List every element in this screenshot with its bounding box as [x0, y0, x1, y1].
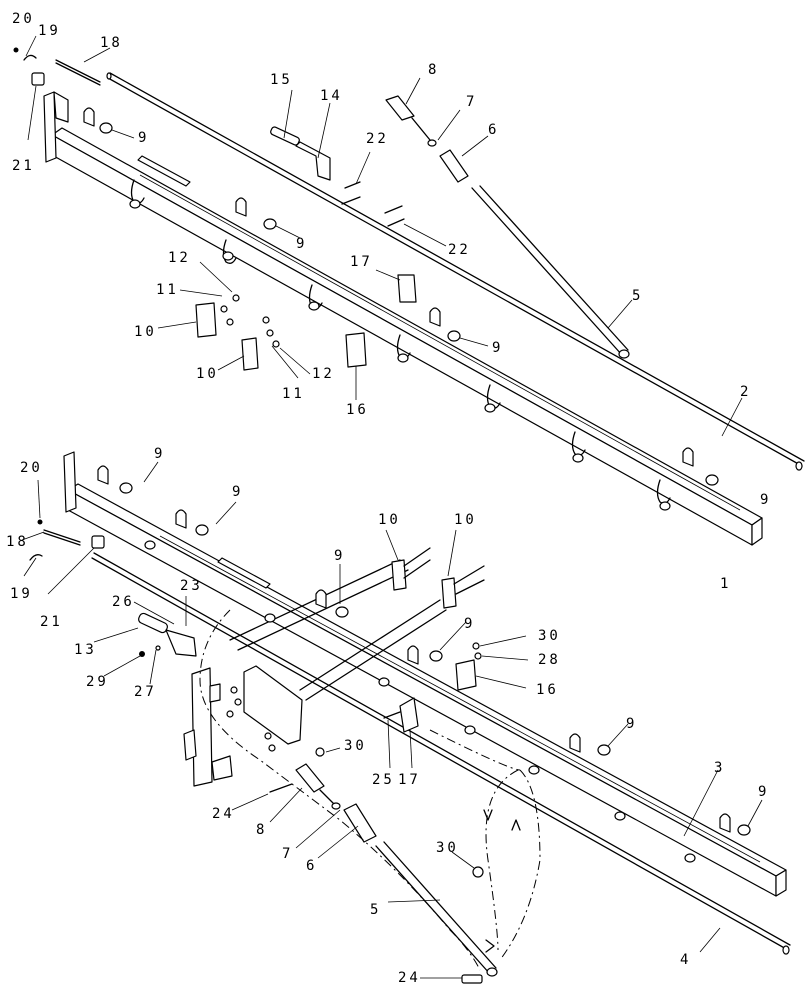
callout-6: 6	[306, 858, 317, 874]
callout-10: 10	[196, 366, 219, 382]
callout-16: 16	[346, 402, 369, 418]
callout-11: 11	[156, 282, 179, 298]
callout-9: 9	[296, 236, 307, 252]
callout-27: 27	[134, 684, 157, 700]
callout-9: 9	[138, 130, 149, 146]
callout-14: 14	[320, 88, 343, 104]
callout-21: 21	[40, 614, 63, 630]
callout-29: 29	[86, 674, 109, 690]
top-mount-brackets	[83, 107, 694, 511]
callout-19: 19	[10, 586, 33, 602]
callout-20: 20	[12, 11, 35, 27]
bottom-mounting-plate	[183, 665, 303, 787]
callout-9: 9	[334, 548, 345, 564]
top-leader-lines	[25, 35, 743, 437]
bottom-small-parts	[29, 482, 751, 984]
callout-4: 4	[680, 952, 691, 968]
callout-22: 22	[366, 131, 389, 147]
callout-30: 30	[538, 628, 561, 644]
callout-8: 8	[256, 822, 267, 838]
hose-routing-path	[199, 609, 541, 971]
callout-5: 5	[632, 288, 643, 304]
callout-30: 30	[436, 840, 459, 856]
callout-17: 17	[350, 254, 373, 270]
callout-3: 3	[714, 760, 725, 776]
callout-7: 7	[466, 94, 477, 110]
callout-12: 12	[312, 366, 335, 382]
callout-22: 22	[448, 242, 471, 258]
callout-9: 9	[464, 616, 475, 632]
top-small-parts	[13, 47, 719, 486]
callout-30: 30	[344, 738, 367, 754]
bottom-leader-lines	[21, 461, 763, 979]
callout-9: 9	[232, 484, 243, 500]
callout-5: 5	[370, 902, 381, 918]
callout-25: 25	[372, 772, 395, 788]
callout-23: 23	[180, 578, 203, 594]
callout-7: 7	[282, 846, 293, 862]
callout-18: 18	[100, 35, 123, 51]
callout-17: 17	[398, 772, 421, 788]
callout-10: 10	[378, 512, 401, 528]
top-shaft-rod	[106, 72, 805, 471]
callout-24: 24	[398, 970, 421, 986]
callout-24: 24	[212, 806, 235, 822]
callout-11: 11	[282, 386, 305, 402]
callout-21: 21	[12, 158, 35, 174]
callout-26: 26	[112, 594, 135, 610]
callout-15: 15	[270, 72, 293, 88]
callout-16: 16	[536, 682, 559, 698]
callout-2: 2	[740, 384, 751, 400]
callout-19: 19	[38, 23, 61, 39]
callout-18: 18	[6, 534, 29, 550]
bottom-mount-brackets	[97, 465, 731, 863]
top-main-frame-tube	[43, 91, 763, 546]
callout-10: 10	[454, 512, 477, 528]
callout-labels: 20 19 18 21 15 14 8 7 6 9 22 22 9 12 17 …	[6, 11, 771, 986]
callout-13: 13	[74, 642, 97, 658]
callout-10: 10	[134, 324, 157, 340]
bottom-main-frame-tube	[63, 451, 787, 897]
bottom-shaft-rod	[91, 552, 791, 955]
callout-9: 9	[492, 340, 503, 356]
callout-9: 9	[626, 716, 637, 732]
callout-1: 1	[720, 576, 731, 592]
callout-9: 9	[760, 492, 771, 508]
callout-6: 6	[488, 122, 499, 138]
callout-8: 8	[428, 62, 439, 78]
callout-12: 12	[168, 250, 191, 266]
callout-9: 9	[154, 446, 165, 462]
callout-20: 20	[20, 460, 43, 476]
callout-9: 9	[758, 784, 769, 800]
callout-28: 28	[538, 652, 561, 668]
